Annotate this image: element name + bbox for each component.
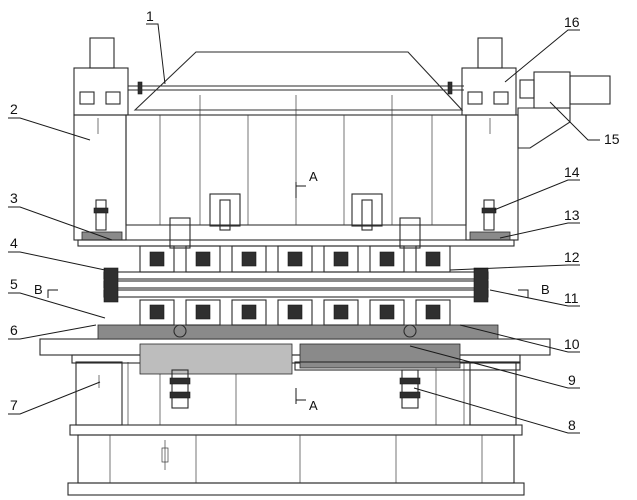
top-cylinders [93,193,497,249]
upper-frame [73,95,519,241]
callout-12: 12 [564,249,580,265]
callout-4: 4 [10,235,18,251]
section-b-right-label: B [541,282,550,297]
section-a-bottom-label: A [309,398,318,413]
leader-lines [8,23,600,434]
lower-frame [75,361,517,426]
roller-belts [103,267,489,303]
section-markers: A A B B [34,169,550,413]
callout-13: 13 [564,207,580,223]
base-frame [67,424,525,496]
upper-platen [77,239,515,273]
bottom-cylinders [169,369,421,409]
callout-15: 15 [604,131,620,147]
callout-1: 1 [146,8,154,24]
section-b-left-label: B [34,282,43,297]
top-drive [128,51,464,111]
drive-motor [517,71,611,149]
callout-8: 8 [568,417,576,433]
corner-gearboxes [73,37,517,116]
callout-9: 9 [568,372,576,388]
section-a-top-label: A [309,169,318,184]
callout-6: 6 [10,322,18,338]
callout-10: 10 [564,336,580,352]
lower-platen [39,324,551,375]
callout-16: 16 [564,14,580,30]
callout-7: 7 [10,397,18,413]
callout-14: 14 [564,164,580,180]
springs [81,231,511,241]
callout-2: 2 [10,101,18,117]
lower-modules [139,299,451,326]
callout-11: 11 [564,290,579,306]
callout-3: 3 [10,190,18,206]
callout-5: 5 [10,276,18,292]
callout-labels: 1 2 3 4 5 6 7 8 9 10 11 12 13 14 15 16 [10,8,620,433]
